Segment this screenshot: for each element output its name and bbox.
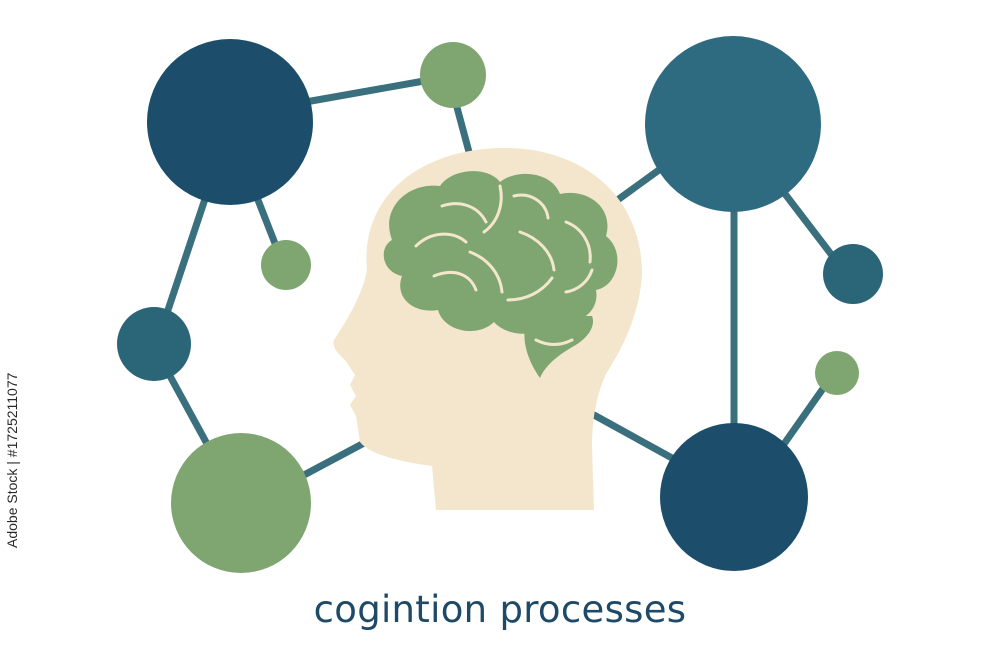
brain-fold	[534, 338, 574, 346]
network-nodes	[117, 36, 883, 573]
brain-fold	[512, 193, 550, 220]
node-medium-teal-left	[117, 307, 191, 381]
connector	[166, 372, 210, 446]
connector	[164, 192, 210, 314]
brain-fold	[518, 230, 556, 272]
brain-fold	[482, 184, 503, 234]
node-small-teal-right	[823, 244, 883, 304]
brain-fold	[506, 276, 554, 302]
connector	[780, 386, 826, 448]
stock-id-label: Adobe Stock | #1725211077	[4, 372, 20, 548]
network-connectors	[164, 77, 838, 479]
brain-fold	[564, 220, 592, 264]
brain-fold	[468, 250, 504, 294]
diagram-caption: cogintion processes	[313, 588, 687, 631]
connector	[296, 77, 428, 107]
node-large-navy-top-left	[147, 39, 313, 205]
brain-icon	[383, 171, 618, 378]
connector	[590, 411, 676, 462]
node-large-teal-top-right	[645, 36, 821, 212]
brain-fold	[414, 232, 468, 248]
connector	[778, 186, 838, 262]
connector	[254, 196, 280, 250]
node-small-sage-left	[261, 240, 311, 290]
node-large-navy-bottom-right	[660, 423, 808, 571]
brain-fold	[440, 202, 488, 224]
brain-fold	[432, 271, 478, 292]
connector	[451, 96, 473, 156]
node-small-sage-right	[815, 351, 859, 395]
node-small-sage-top	[420, 42, 486, 108]
brain-fold	[564, 268, 594, 294]
node-large-sage-bottom-left	[171, 433, 311, 573]
connector	[300, 438, 370, 479]
